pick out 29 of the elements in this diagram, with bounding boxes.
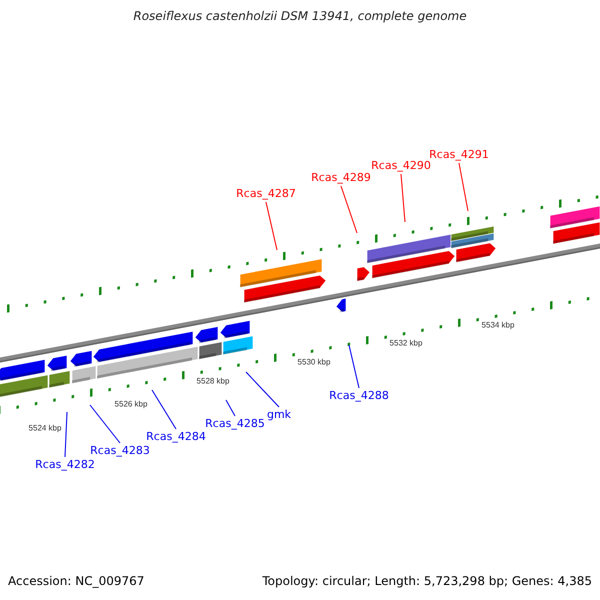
footer-text: Topology: circular; Length: 5,723,298 bp; Genes: 4,385 [262, 574, 592, 588]
leader-line [90, 404, 120, 444]
leader-line [152, 390, 176, 430]
gene-label: Rcas_4287 [236, 187, 296, 201]
position-label: 5532 kbp [390, 338, 422, 348]
position-label: 5534 kbp [482, 320, 514, 330]
gene-label: Rcas_4291 [429, 148, 489, 162]
gene-label: Rcas_4282 [35, 458, 95, 472]
leader-line [226, 400, 236, 416]
title: Roseiflexus castenholzii DSM 13941, complete genome [132, 9, 468, 23]
position-label: 5524 kbp [28, 424, 62, 432]
gene-label: Rcas_4290 [371, 159, 431, 173]
gene-label: Rcas_4284 [146, 430, 206, 444]
leader-line [348, 344, 360, 388]
position-label: 5528 kbp [196, 376, 230, 386]
gene-label: Rcas_4289 [311, 171, 371, 185]
leader-line [266, 202, 278, 250]
gene-label: Rcas_4283 [90, 444, 150, 458]
leader-line [64, 412, 68, 458]
position-label: 5530 kbp [298, 358, 330, 366]
leader-line [246, 372, 280, 408]
leader-line [458, 162, 468, 212]
gene-label: Rcas_4285 [205, 417, 265, 431]
position-label: 5526 kbp [114, 400, 148, 408]
footer-text: Accession: NC_009767 [8, 574, 144, 588]
leader-line [340, 186, 358, 234]
gene-label: Rcas_4288 [329, 389, 389, 403]
leader-line [400, 174, 406, 222]
gene-label: gmk [266, 408, 292, 422]
